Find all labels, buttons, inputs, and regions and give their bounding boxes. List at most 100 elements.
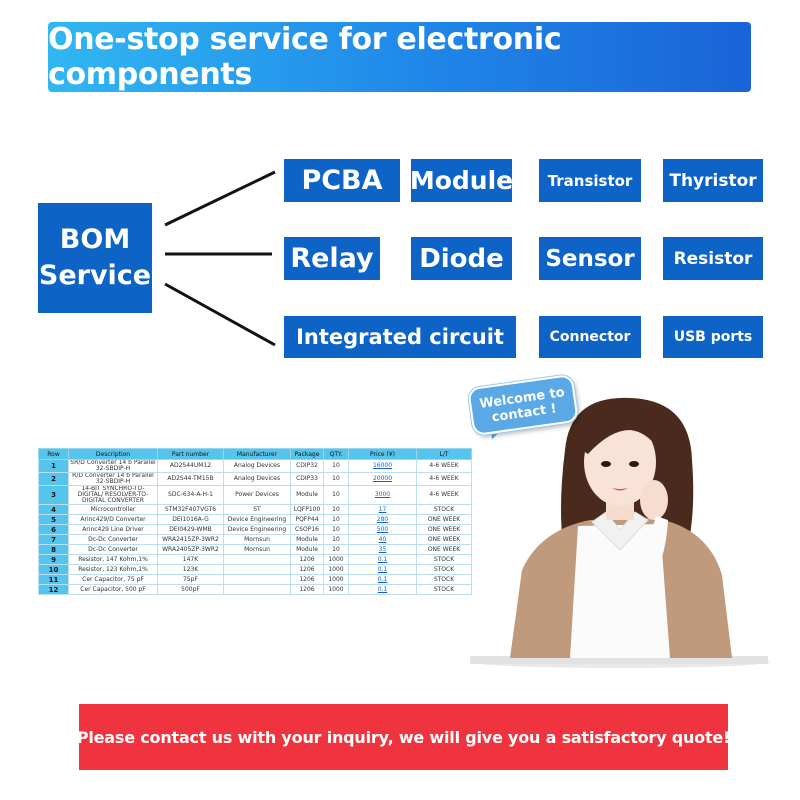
bom-line1: BOM <box>59 223 131 255</box>
cell-lead-time: ONE WEEK <box>416 524 472 535</box>
cell-package: 1206 <box>290 564 324 575</box>
cell-lead-time: 4-6 WEEK <box>416 472 472 486</box>
cell-price[interactable]: 0.1 <box>348 554 417 565</box>
cell-price[interactable]: 16000 <box>348 459 417 473</box>
cell-manufacturer: Mornsun <box>223 544 291 555</box>
bom-service-box[interactable]: BOM Service <box>38 203 152 313</box>
cell-part-number: WRA2415ZP-3WR2 <box>157 534 224 545</box>
cell-lead-time: STOCK <box>416 574 472 585</box>
tag-label: Connector <box>549 329 631 345</box>
tag-pcba[interactable]: PCBA <box>284 159 400 202</box>
cell-row-number: 11 <box>38 574 69 585</box>
cell-price[interactable]: 20000 <box>348 472 417 486</box>
col-header-description: Description <box>68 448 158 460</box>
tag-module[interactable]: Module <box>409 159 514 202</box>
col-header-manufacturer: Manufacturer <box>223 448 291 460</box>
tag-relay[interactable]: Relay <box>284 237 380 280</box>
col-header-qty: QTY. <box>323 448 349 460</box>
cell-lead-time: STOCK <box>416 554 472 565</box>
cell-price[interactable]: 0.1 <box>348 584 417 595</box>
col-header-row: Row <box>38 448 69 460</box>
cell-part-number: DEI0429-WMB <box>157 524 224 535</box>
tag-usb-ports[interactable]: USB ports <box>663 316 763 358</box>
contact-banner[interactable]: Please contact us with your inquiry, we … <box>76 704 731 770</box>
cell-manufacturer: Power Devices <box>223 485 291 505</box>
person-eye-right <box>629 461 639 467</box>
tag-resistor[interactable]: Resistor <box>663 237 763 280</box>
cell-qty: 1000 <box>323 564 349 575</box>
cell-qty: 10 <box>323 524 349 535</box>
cell-lead-time: STOCK <box>416 564 472 575</box>
desk <box>470 656 768 664</box>
cell-description: Arinc429/D Converter <box>68 514 158 525</box>
person-eye-left <box>601 461 611 467</box>
tag-label: USB ports <box>673 329 753 345</box>
cell-price[interactable]: 0.1 <box>348 574 417 585</box>
tag-label: Module <box>409 166 514 195</box>
cell-description: Microcontroller <box>68 504 158 515</box>
tag-label: Integrated circuit <box>296 325 504 349</box>
cell-description: 14-BIT SYNCHRO-TO-DIGITAL/ RESOLVER-TO-D… <box>68 485 158 505</box>
cell-package: Module <box>290 544 324 555</box>
tag-sensor[interactable]: Sensor <box>539 237 641 280</box>
tag-label: Sensor <box>545 245 635 272</box>
cell-lead-time: 4-6 WEEK <box>416 485 472 505</box>
cell-package: 1206 <box>290 554 324 565</box>
tag-label: Relay <box>290 243 374 274</box>
cell-part-number: AD2S44-TM15B <box>157 472 224 486</box>
cell-row-number: 9 <box>38 554 69 565</box>
tag-label: Diode <box>419 243 504 274</box>
cell-price[interactable]: 280 <box>348 514 417 525</box>
tag-connector[interactable]: Connector <box>539 316 641 358</box>
cell-part-number: DEI1016A-G <box>157 514 224 525</box>
cell-package: CSOP16 <box>290 524 324 535</box>
cell-manufacturer <box>223 554 291 565</box>
cell-part-number: 75pF <box>157 574 224 585</box>
cell-price[interactable]: 40 <box>348 534 417 545</box>
cell-qty: 10 <box>323 534 349 545</box>
cell-lead-time: ONE WEEK <box>416 544 472 555</box>
cell-price[interactable]: 500 <box>348 524 417 535</box>
cell-part-number: STM32F407VGT6 <box>157 504 224 515</box>
col-header-price: Price (¥) <box>348 448 417 460</box>
tag-diode[interactable]: Diode <box>411 237 512 280</box>
tag-label: Transistor <box>547 171 633 190</box>
cell-price[interactable]: 3000 <box>348 485 417 505</box>
cell-description: Resistor, 123 Kohm,1% <box>68 564 158 575</box>
cell-part-number: 123K <box>157 564 224 575</box>
contact-text: Please contact us with your inquiry, we … <box>76 727 731 747</box>
table-header-row: Row Description Part number Manufacturer… <box>38 448 472 460</box>
connector-line-bottom <box>164 282 276 347</box>
cell-manufacturer <box>223 574 291 585</box>
tag-transistor[interactable]: Transistor <box>539 159 641 202</box>
cell-row-number: 7 <box>38 534 69 545</box>
cell-part-number: SDC-634-A-H-1 <box>157 485 224 505</box>
cell-package: PQFP44 <box>290 514 324 525</box>
cell-manufacturer <box>223 564 291 575</box>
cell-price[interactable]: 35 <box>348 544 417 555</box>
cell-manufacturer: ST <box>223 504 291 515</box>
cell-description: Resistor, 147 Kohm,1% <box>68 554 158 565</box>
cell-row-number: 4 <box>38 504 69 515</box>
cell-qty: 10 <box>323 514 349 525</box>
bom-line2: Service <box>38 260 152 291</box>
tag-thyristor[interactable]: Thyristor <box>663 159 763 202</box>
cell-manufacturer: Analog Devices <box>223 459 291 473</box>
cell-description: R/D Converter 14 b Parallel 32-SBDIP-H <box>68 472 158 486</box>
person-bangs <box>582 412 660 454</box>
person-arm <box>630 516 668 590</box>
cell-lead-time: 4-6 WEEK <box>416 459 472 473</box>
cell-price[interactable]: 17 <box>348 504 417 515</box>
tag-integrated-circuit[interactable]: Integrated circuit <box>284 316 516 358</box>
cell-price[interactable]: 0.1 <box>348 564 417 575</box>
cell-row-number: 2 <box>38 472 69 486</box>
cell-manufacturer: Mornsun <box>223 534 291 545</box>
cell-package: CDIP33 <box>290 472 324 486</box>
cell-qty: 10 <box>323 459 349 473</box>
